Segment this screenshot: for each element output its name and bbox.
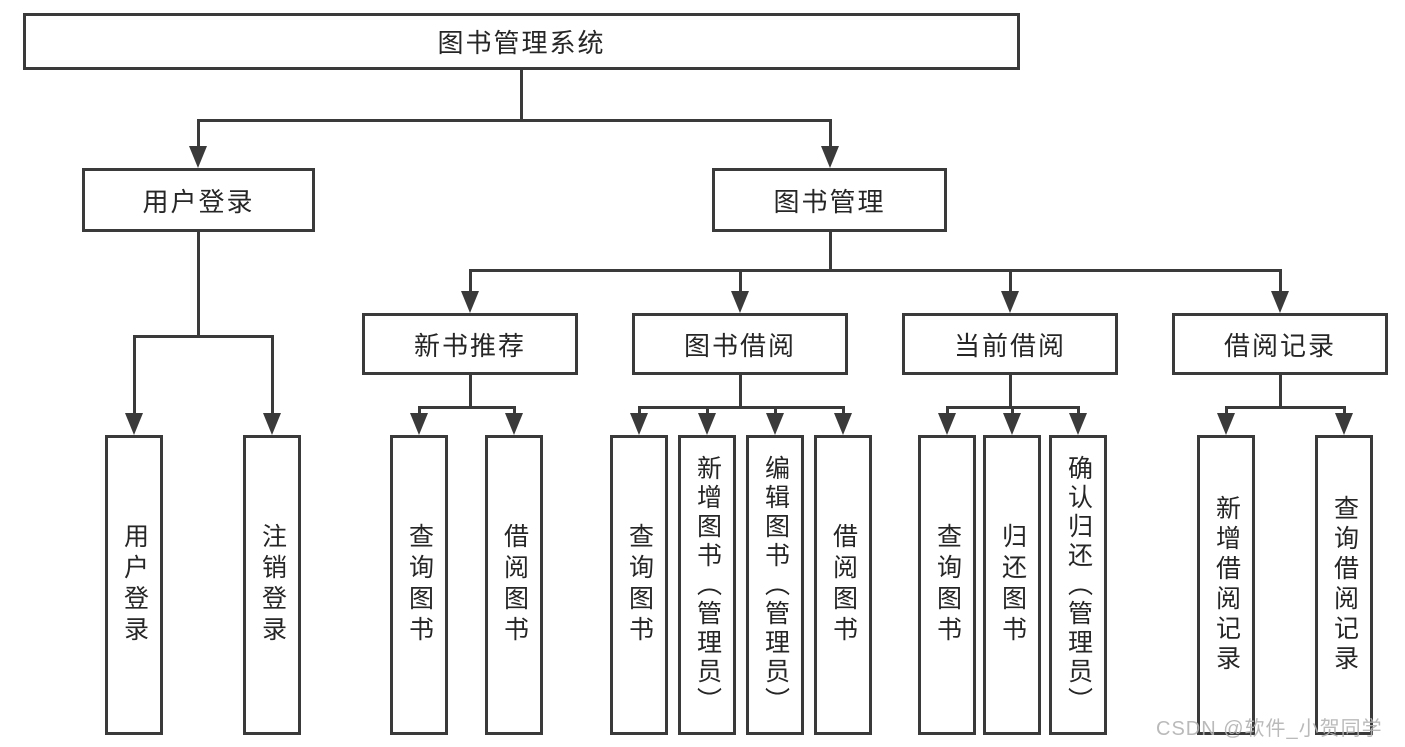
arrowhead-down-icon — [698, 413, 716, 435]
node-book-management: 图书管理 — [712, 168, 947, 232]
leaf-logout: 注销登录 — [243, 435, 301, 735]
node-book-borrow: 图书借阅 — [632, 313, 848, 375]
leaf-bb-borrow-book: 借阅图书 — [814, 435, 872, 735]
connector-drop — [196, 119, 200, 148]
connector-drop — [1224, 406, 1228, 415]
connector-drop — [417, 406, 421, 415]
connector-drop — [132, 335, 136, 415]
leaf-rec-query-book: 查询图书 — [390, 435, 448, 735]
arrowhead-down-icon — [461, 291, 479, 313]
connector-drop — [1342, 406, 1346, 415]
connector-bar — [637, 406, 845, 409]
arrowhead-down-icon — [821, 146, 839, 168]
node-root: 图书管理系统 — [23, 13, 1020, 70]
arrowhead-down-icon — [731, 291, 749, 313]
arrowhead-down-icon — [1271, 291, 1289, 313]
node-current-borrow: 当前借阅 — [902, 313, 1118, 375]
connector-drop — [1076, 406, 1080, 415]
arrowhead-down-icon — [505, 413, 523, 435]
connector-drop — [512, 406, 516, 415]
connector-stem — [196, 232, 200, 338]
connector-bar — [132, 335, 274, 338]
connector-stem — [519, 70, 523, 122]
arrowhead-down-icon — [766, 413, 784, 435]
arrowhead-down-icon — [834, 413, 852, 435]
leaf-br-add-record: 新增借阅记录 — [1197, 435, 1255, 735]
connector-bar — [196, 119, 832, 122]
connector-drop — [738, 269, 742, 293]
leaf-br-query-record: 查询借阅记录 — [1315, 435, 1373, 735]
connector-drop — [945, 406, 949, 415]
connector-bar — [1224, 406, 1346, 409]
node-new-book-recommend: 新书推荐 — [362, 313, 578, 375]
arrowhead-down-icon — [410, 413, 428, 435]
connector-drop — [1278, 269, 1282, 293]
connector-stem — [738, 375, 742, 409]
leaf-user-login: 用户登录 — [105, 435, 163, 735]
connector-drop — [828, 119, 832, 148]
connector-stem — [1008, 375, 1012, 409]
leaf-bb-add-book: 新增图书（管理员） — [678, 435, 736, 735]
connector-drop — [637, 406, 641, 415]
leaf-rec-borrow-book: 借阅图书 — [485, 435, 543, 735]
connector-drop — [1010, 406, 1014, 415]
connector-bar — [468, 269, 1282, 272]
connector-stem — [1278, 375, 1282, 409]
arrowhead-down-icon — [1069, 413, 1087, 435]
connector-bar — [417, 406, 516, 409]
watermark: CSDN @软件_小贺同学 — [1156, 718, 1383, 740]
node-borrow-records: 借阅记录 — [1172, 313, 1388, 375]
connector-drop — [705, 406, 709, 415]
connector-drop — [468, 269, 472, 293]
arrowhead-down-icon — [938, 413, 956, 435]
leaf-cb-confirm-return: 确认归还（管理员） — [1049, 435, 1107, 735]
arrowhead-down-icon — [1003, 413, 1021, 435]
arrowhead-down-icon — [1335, 413, 1353, 435]
leaf-cb-query-book: 查询图书 — [918, 435, 976, 735]
leaf-cb-return-book: 归还图书 — [983, 435, 1041, 735]
connector-stem — [828, 232, 832, 272]
connector-drop — [1008, 269, 1012, 293]
leaf-bb-query-book: 查询图书 — [610, 435, 668, 735]
connector-drop — [841, 406, 845, 415]
connector-drop — [270, 335, 274, 415]
arrowhead-down-icon — [630, 413, 648, 435]
connector-drop — [773, 406, 777, 415]
arrowhead-down-icon — [125, 413, 143, 435]
arrowhead-down-icon — [1001, 291, 1019, 313]
leaf-bb-edit-book: 编辑图书（管理员） — [746, 435, 804, 735]
connector-stem — [468, 375, 472, 409]
arrowhead-down-icon — [189, 146, 207, 168]
node-user-login: 用户登录 — [82, 168, 315, 232]
arrowhead-down-icon — [263, 413, 281, 435]
arrowhead-down-icon — [1217, 413, 1235, 435]
